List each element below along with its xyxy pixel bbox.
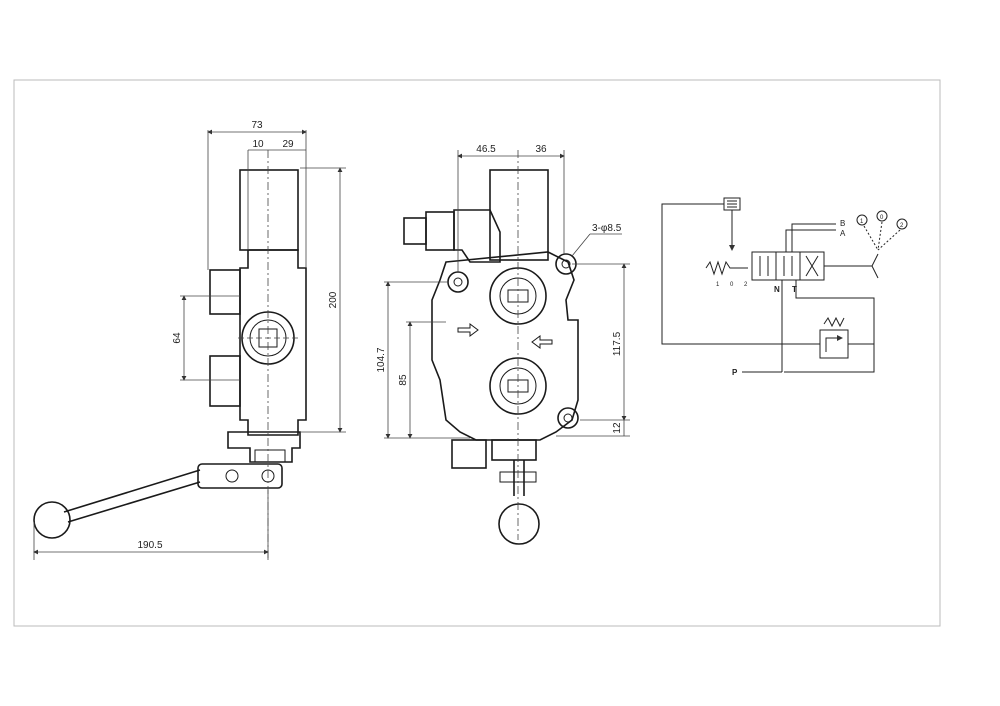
schematic-port-b: B xyxy=(840,219,845,228)
schematic-spring-label-1: 1 xyxy=(716,282,720,288)
dim-port-height: 85 xyxy=(398,374,409,386)
schematic-spring-label-0: 0 xyxy=(730,282,734,288)
dim-overall-width: 73 xyxy=(251,120,263,131)
hydraulic-schematic: 1 0 2 B A 1 0 2 N T xyxy=(661,197,908,377)
schematic-port-a: A xyxy=(840,229,846,238)
schematic-position-2: 2 xyxy=(900,223,904,229)
dim-offset-left: 10 xyxy=(252,139,264,150)
dim-handle-length: 190.5 xyxy=(137,540,162,551)
schematic-position-0: 0 xyxy=(880,215,884,221)
dim-offset-right: 29 xyxy=(282,139,294,150)
drawing-frame xyxy=(13,79,941,627)
mount-hole-callout: 3-φ8.5 xyxy=(592,223,622,234)
side-view: 73 10 29 200 64 190.5 xyxy=(33,120,346,560)
schematic-port-t: T xyxy=(792,285,797,294)
dim-width-left: 46.5 xyxy=(476,144,496,155)
schematic-position-1: 1 xyxy=(860,219,864,225)
dim-port-spacing: 64 xyxy=(172,332,183,344)
front-view: 46.5 36 3-φ8.5 104.7 85 117.5 12 xyxy=(376,144,630,545)
dim-mount-height: 104.7 xyxy=(376,347,387,372)
dim-base-offset: 12 xyxy=(612,422,623,434)
dim-right-height: 117.5 xyxy=(612,331,623,356)
dim-width-right: 36 xyxy=(535,144,547,155)
schematic-spring-label-2: 2 xyxy=(744,282,748,288)
schematic-port-p: P xyxy=(732,368,738,377)
schematic-port-n: N xyxy=(774,285,780,294)
dim-height: 200 xyxy=(328,291,339,308)
